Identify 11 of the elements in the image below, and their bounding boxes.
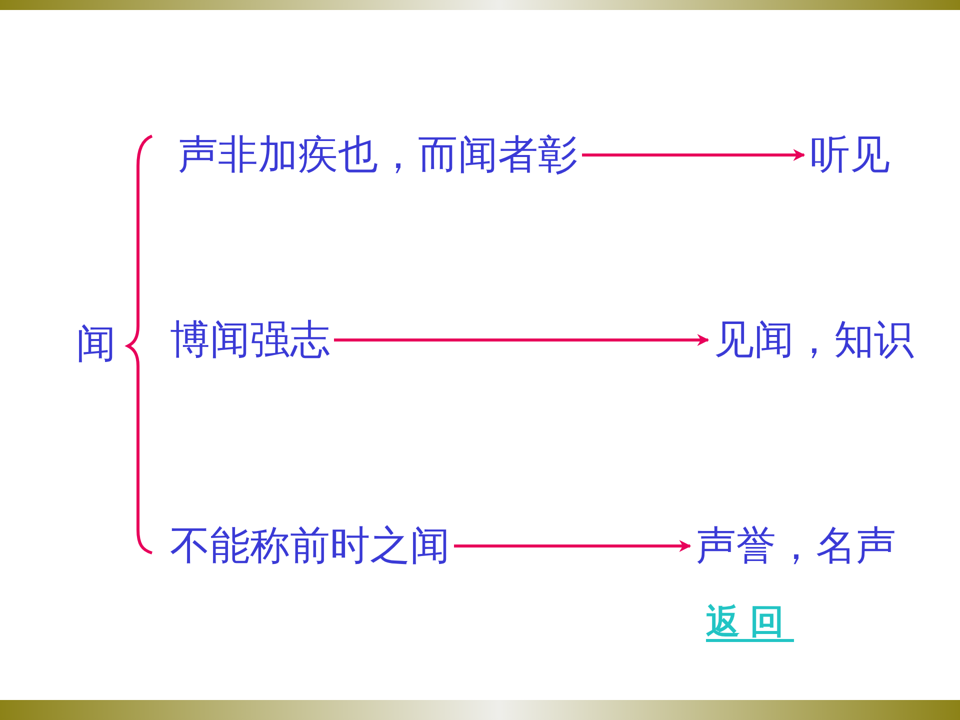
meaning-text: 听见 [810,133,890,177]
arrow [334,334,710,346]
meaning-text: 见闻，知识 [714,318,914,362]
phrase-text: 不能称前时之闻 [170,524,450,568]
return-link: 返回 [706,602,794,642]
topic-character: 闻 [76,322,116,366]
phrase-text: 博闻强志 [170,318,330,362]
arrow [454,540,692,552]
phrase-text: 声非加疾也，而闻者彰 [178,133,578,177]
meaning-text: 声誉，名声 [696,524,896,568]
arrow [582,149,806,161]
